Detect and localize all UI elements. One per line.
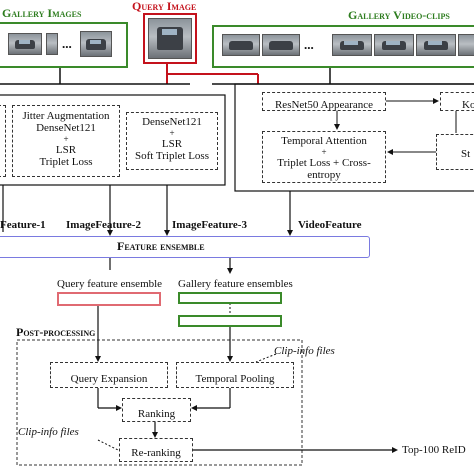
model-line: DenseNet121 xyxy=(36,122,96,134)
gallery-images-panel: ... xyxy=(0,22,128,68)
gallery-ensemble-label: Gallery feature ensembles xyxy=(178,278,293,290)
temporal-pooling-box: Temporal Pooling xyxy=(176,362,294,388)
feature-ensemble-bar: Feature ensemble xyxy=(0,236,370,258)
ranking-box: Ranking xyxy=(122,398,191,422)
resnet-appearance-box: ResNet50 Appearance xyxy=(262,92,386,111)
gallery-video-clips-title: Gallery Video-clips xyxy=(348,8,450,22)
image-feature-2-label: ImageFeature-2 xyxy=(66,219,141,231)
model-line: + xyxy=(321,147,327,157)
video-model-label: St xyxy=(461,148,471,160)
ranking-label: Ranking xyxy=(137,408,176,420)
feature-1-label: Feature-1 xyxy=(0,219,46,231)
post-processing-title: Post-processing xyxy=(16,325,96,339)
video-model-box-right-top: Ko xyxy=(440,92,474,111)
temporal-attention-box: Temporal Attention + Triplet Loss + Cros… xyxy=(262,131,386,183)
temporal-pooling-label: Temporal Pooling xyxy=(195,373,275,385)
model-line: + xyxy=(169,128,175,138)
gallery-car-thumbnail xyxy=(8,33,42,55)
model-line: Soft Triplet Loss xyxy=(135,150,209,162)
model-line: Jitter Augmentation xyxy=(22,110,110,122)
video-frame-thumbnail xyxy=(374,34,414,56)
video-feature-label: VideoFeature xyxy=(298,219,362,231)
image-feature-3-label: ImageFeature-3 xyxy=(172,219,247,231)
gallery-ensemble-pill xyxy=(178,292,282,304)
model-line: Temporal Attention xyxy=(281,135,367,147)
reranking-box: Re-ranking xyxy=(119,438,193,462)
query-image-frame xyxy=(143,13,197,64)
query-expansion-label: Query Expansion xyxy=(70,373,148,385)
image-model-box-partial xyxy=(0,105,6,177)
model-line: Triplet Loss xyxy=(39,156,93,168)
reranking-label: Re-ranking xyxy=(131,447,181,459)
clip-info-files-label-1: Clip-info files xyxy=(274,345,335,357)
gallery-car-thumbnail xyxy=(46,33,58,55)
gallery-video-clips-panel: ... xyxy=(212,25,474,68)
video-frame-thumbnail xyxy=(416,34,456,56)
video-model-box-right-bottom: St xyxy=(436,134,474,170)
video-frame-thumbnail xyxy=(332,34,372,56)
query-ensemble-pill xyxy=(57,292,161,306)
model-line: Triplet Loss + Cross-entropy xyxy=(277,157,371,181)
query-car-thumbnail xyxy=(148,18,192,59)
gallery-ensemble-pill xyxy=(178,315,282,327)
top-100-reid-output: Top-100 ReID xyxy=(402,444,466,456)
query-ensemble-label: Query feature ensemble xyxy=(57,278,163,290)
video-frame-thumbnail xyxy=(458,34,474,56)
gallery-car-thumbnail xyxy=(80,31,112,57)
query-image-title: Query Image xyxy=(132,0,197,13)
model-line: LSR xyxy=(55,144,77,156)
ellipsis-icon: ... xyxy=(62,36,72,51)
model-line: + xyxy=(63,134,69,144)
resnet-label: ResNet50 Appearance xyxy=(274,99,374,111)
model-line: DenseNet121 xyxy=(142,116,202,128)
video-frame-thumbnail xyxy=(262,34,300,56)
image-model-box-2: Jitter Augmentation DenseNet121 + LSR Tr… xyxy=(12,105,120,177)
feature-ensemble-title: Feature ensemble xyxy=(117,239,205,253)
model-line: LSR xyxy=(161,138,183,150)
video-frame-thumbnail xyxy=(222,34,260,56)
video-model-label: Ko xyxy=(462,99,474,111)
image-model-box-3: DenseNet121 + LSR Soft Triplet Loss xyxy=(126,112,218,170)
ellipsis-icon: ... xyxy=(304,37,314,52)
gallery-images-title: Gallery Images xyxy=(2,6,82,20)
clip-info-files-label-2: Clip-info files xyxy=(18,426,79,438)
query-expansion-box: Query Expansion xyxy=(50,362,168,388)
